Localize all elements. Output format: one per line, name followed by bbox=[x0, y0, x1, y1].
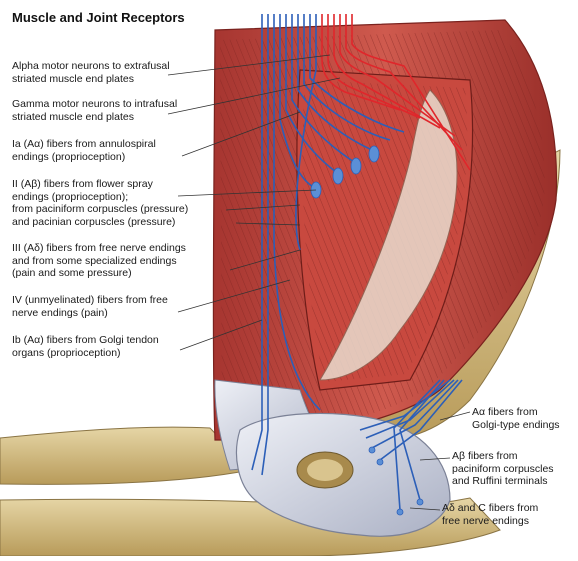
sensory-nerves bbox=[251, 14, 463, 511]
motor-nerves bbox=[321, 14, 471, 171]
figure-title: Muscle and Joint Receptors bbox=[12, 10, 185, 25]
muscle-spindle bbox=[319, 89, 458, 381]
humerus-bone bbox=[0, 426, 251, 485]
leader-lines bbox=[167, 54, 471, 511]
